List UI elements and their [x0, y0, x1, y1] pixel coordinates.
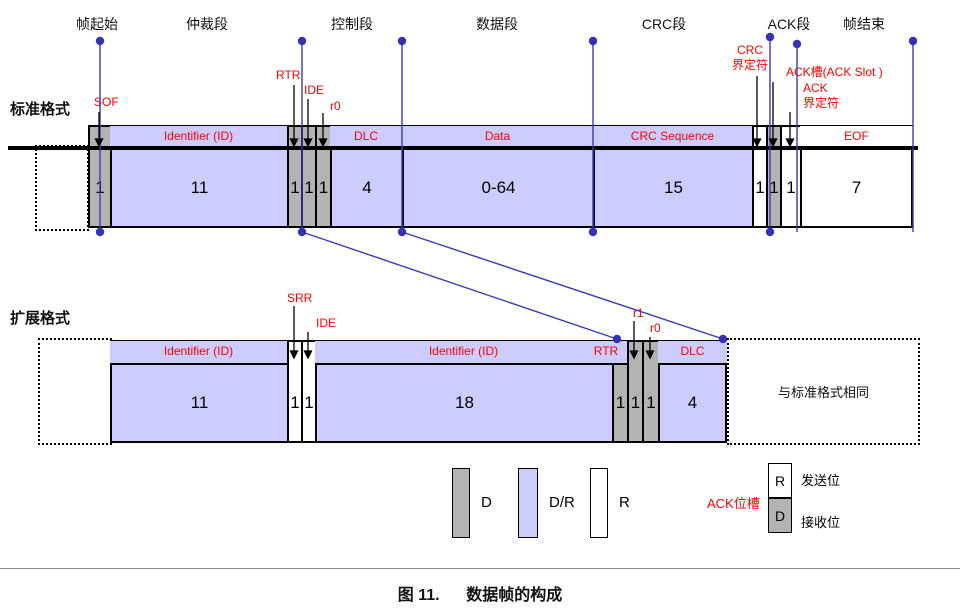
- standard-cell-rtr: 1: [287, 125, 301, 228]
- standard-header-data: Data: [484, 129, 511, 143]
- cell-value: 1: [290, 178, 300, 197]
- extended-cell-identifier: 11: [110, 363, 287, 443]
- standard-cell-dlc: 4: [330, 148, 402, 228]
- extended-cell-ide: 1: [301, 340, 315, 443]
- extended-cell-rtr: 1: [612, 363, 627, 443]
- cell-value: 1: [630, 393, 641, 412]
- ide-annotation: IDE: [304, 83, 325, 97]
- standard-header-band-eof: [800, 125, 913, 148]
- cell-value: 11: [190, 178, 209, 197]
- segment-label-frame-end: 帧结束: [843, 16, 885, 32]
- extended-rest-note: 与标准格式相同: [777, 385, 869, 400]
- sof-annotation: SOF: [94, 95, 119, 109]
- cell-value: 1: [755, 178, 765, 197]
- cell-value: 1: [304, 178, 314, 197]
- cell-value: 0-64: [481, 178, 516, 197]
- standard-cell-crc-delimiter: 1: [752, 125, 766, 228]
- standard-header-crc-sequence: CRC Sequence: [630, 129, 715, 143]
- cell-value: 1: [615, 393, 626, 412]
- cell-value: 1: [95, 178, 105, 197]
- rtr-annotation: RTR: [276, 68, 301, 82]
- cell-value: 1: [646, 393, 656, 412]
- standard-format-label: 标准格式: [10, 101, 71, 118]
- cell-value: 7: [851, 178, 862, 197]
- cell-value: 1: [786, 178, 796, 197]
- standard-cell-eof: 7: [800, 148, 913, 228]
- legend-recessive-label: R: [619, 494, 630, 511]
- cell-value: 1: [290, 393, 300, 412]
- extended-header-dlc: DLC: [680, 344, 705, 358]
- extended-leading-dashed-box: [38, 338, 112, 445]
- ide-ext-annotation: IDE: [316, 316, 337, 330]
- ack-recv-bit: D: [774, 507, 786, 524]
- legend-send-label: 发送位: [801, 473, 841, 488]
- standard-header-eof: EOF: [844, 129, 869, 143]
- cell-value: 18: [455, 393, 474, 412]
- cell-value: 4: [687, 393, 698, 412]
- extended-cell-r0: 1: [642, 340, 658, 443]
- cell-value: 1: [318, 178, 329, 197]
- standard-cell-ack-slot: 1: [766, 125, 780, 228]
- standard-cell-identifier: 11: [110, 148, 287, 228]
- extended-cell-srr: 1: [287, 340, 301, 443]
- extended-header-identifier: Identifier (ID): [163, 344, 234, 358]
- cell-value: 1: [769, 178, 779, 197]
- standard-header-band: [88, 125, 800, 148]
- standard-cell-ack-delimiter: 1: [780, 125, 800, 228]
- legend-dr-swatch: [518, 468, 538, 538]
- cell-value: 1: [304, 393, 314, 412]
- caption-rule: [0, 568, 960, 569]
- cell-value: 15: [664, 178, 683, 197]
- figure-caption: 图 11. 数据帧的构成: [397, 587, 563, 604]
- srr-annotation: SRR: [287, 291, 313, 305]
- legend-dominant-swatch: [452, 468, 470, 538]
- cell-value: 11: [190, 393, 209, 412]
- standard-cell-crc-sequence: 15: [593, 148, 752, 228]
- segment-label-arbitration: 仲裁段: [186, 16, 228, 32]
- standard-cell-ide: 1: [301, 125, 315, 228]
- cell-value: 4: [362, 178, 372, 197]
- ack-slot-legend-title: ACK位槽: [707, 496, 760, 511]
- segment-label-crc: CRC段: [641, 16, 687, 32]
- segment-label-control: 控制段: [331, 16, 373, 32]
- extended-format-label: 扩展格式: [10, 310, 71, 327]
- crc-delimiter-annotation: CRC 界定符: [731, 43, 769, 72]
- r1-annotation: r1: [633, 306, 644, 320]
- r0-ext-annotation: r0: [650, 321, 661, 335]
- standard-leading-dashed-box: [35, 145, 89, 231]
- legend-dr-label: D/R: [549, 494, 575, 511]
- segment-label-ack: ACK段: [767, 16, 811, 32]
- standard-header-dlc: DLC: [353, 129, 378, 143]
- segment-label-data: 数据段: [476, 16, 518, 32]
- extended-rest-note-box: 与标准格式相同: [727, 338, 920, 445]
- standard-header-identifier: Identifier (ID): [163, 129, 234, 143]
- extended-header-rtr: RTR: [593, 344, 619, 358]
- legend-recv-label: 接收位: [801, 515, 841, 530]
- extended-header-identifier-ext: Identifier (ID): [428, 344, 499, 358]
- extended-cell-r1: 1: [627, 340, 642, 443]
- standard-cell-data: 0-64: [402, 148, 593, 228]
- legend-dominant-label: D: [481, 494, 492, 511]
- extended-cell-dlc: 4: [658, 363, 727, 443]
- legend-ack-send-box: R: [768, 463, 792, 498]
- segment-label-frame-start: 帧起始: [76, 16, 118, 32]
- extended-cell-identifier-ext: 18: [315, 363, 612, 443]
- r0-annotation: r0: [330, 99, 341, 113]
- legend-recessive-swatch: [590, 468, 608, 538]
- extended-header-band: [110, 340, 727, 363]
- standard-cell-sof: 1: [88, 125, 110, 228]
- legend-ack-recv-box: D: [768, 498, 792, 533]
- ack-slot-annotation: ACK槽(ACK Slot ): [786, 65, 883, 79]
- ack-delimiter-annotation: ACK 界定符: [803, 81, 840, 110]
- standard-cell-r0: 1: [315, 125, 330, 228]
- ack-send-bit: R: [774, 472, 786, 489]
